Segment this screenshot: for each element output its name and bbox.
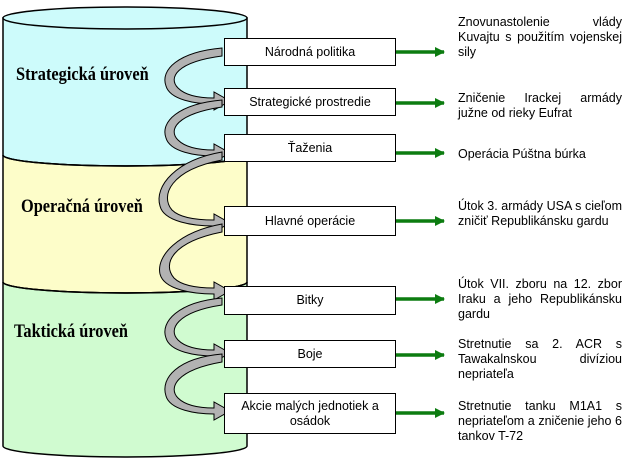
strategic-band	[2, 17, 248, 167]
cylinder	[2, 6, 248, 458]
step-box-strategic-environment: Strategické prostredie	[224, 88, 396, 116]
example-campaigns: Operácia Púštna búrka	[458, 147, 586, 161]
level-label-strategic: Strategická úroveň	[16, 64, 149, 85]
example-strategic-environment: Zničenie Irackej armády južne od rieky E…	[458, 91, 622, 120]
example-small-unit-actions: Stretnutie tanku M1A1 s nepriateľom a zn…	[458, 399, 622, 443]
step-box-battles: Bitky	[224, 286, 396, 315]
example-major-operations: Útok 3. armády USA s cieľom zničiť Repub…	[458, 199, 622, 228]
example-national-policy: Znovunastolenie vlády Kuvajtu s použitím…	[458, 15, 622, 59]
spiral	[158, 47, 232, 421]
step-box-engagements: Boje	[224, 340, 396, 368]
example-engagements: Stretnutie sa 2. ACR s Tawakalnskou diví…	[458, 337, 622, 381]
cylinder-top	[2, 6, 248, 30]
level-label-tactical: Taktická úroveň	[14, 321, 128, 342]
step-box-campaigns: Ťaženia	[224, 134, 396, 162]
spiral-arrow-1	[164, 47, 232, 111]
example-battles: Útok VII. zboru na 12. zbor Iraku a jeho…	[458, 277, 622, 321]
green-arrows	[396, 47, 445, 418]
tactical-band	[2, 281, 248, 458]
step-box-major-operations: Hlavné operácie	[224, 206, 396, 236]
step-box-small-unit-actions: Akcie malých jednotiek a osádok	[224, 393, 396, 434]
step-box-national-policy: Národná politika	[224, 38, 396, 66]
level-label-operational: Operačná úroveň	[21, 196, 143, 217]
spiral-arrow-6	[164, 353, 232, 421]
